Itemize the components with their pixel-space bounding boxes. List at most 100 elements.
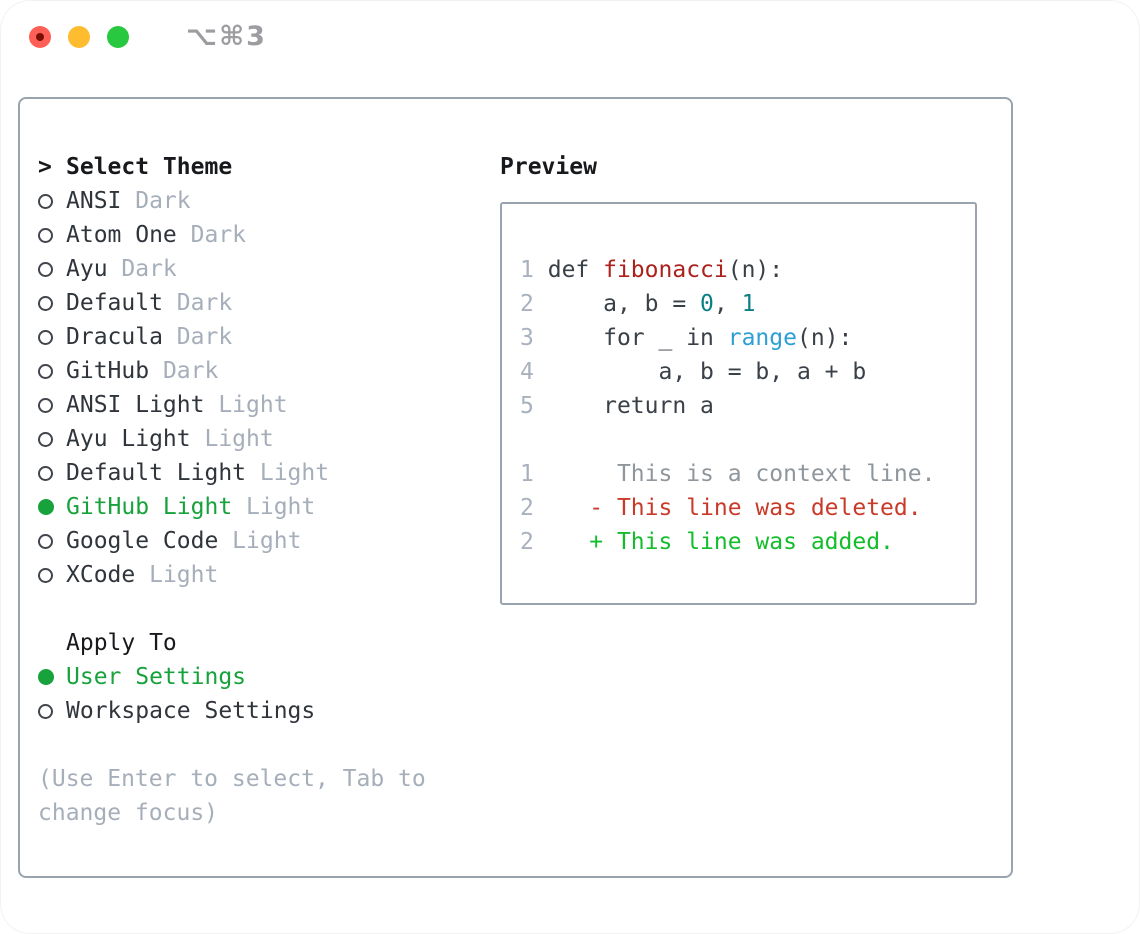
preview-line-3: 3 for _ in range(n): — [520, 321, 975, 355]
zoom-button-icon[interactable] — [107, 26, 129, 48]
spacer — [38, 592, 500, 626]
select-theme-heading-row: > Select Theme — [38, 150, 500, 184]
option-variant-label: Light — [204, 392, 288, 418]
option-label: Workspace Settings — [66, 698, 316, 724]
option-label: XCode — [66, 562, 136, 588]
radio-unselected-icon — [38, 252, 66, 286]
option-label: User Settings — [66, 664, 247, 690]
theme-option-xcode[interactable]: XCode Light — [38, 558, 500, 592]
theme-option-ayu-light[interactable]: Ayu Light Light — [38, 422, 500, 456]
theme-option-github-light[interactable]: GitHub Light Light — [38, 490, 500, 524]
radio-selected-icon — [38, 660, 66, 694]
radio-unselected-icon — [38, 286, 66, 320]
option-variant-label: Dark — [107, 256, 177, 282]
option-variant-label: Dark — [162, 290, 233, 316]
theme-option-default-light[interactable]: Default Light Light — [38, 456, 500, 490]
option-variant-label: Light — [218, 528, 302, 554]
theme-option-default[interactable]: Default Dark — [38, 286, 500, 320]
option-label: Ayu — [66, 256, 108, 282]
line-number: 2 — [520, 529, 534, 555]
radio-unselected-icon — [38, 184, 66, 218]
option-variant-label: Light — [246, 460, 330, 486]
line-number: 3 — [520, 325, 534, 351]
number-token: 1 — [741, 291, 756, 317]
preview-line-4: 4 a, b = b, a + b — [520, 355, 975, 389]
option-label: GitHub — [66, 358, 150, 384]
option-variant-label: Dark — [176, 222, 247, 248]
apply-option-workspace-settings[interactable]: Workspace Settings — [38, 694, 500, 728]
option-variant-label: Light — [232, 494, 316, 520]
option-label: Default Light — [66, 460, 247, 486]
window-title: ⌥⌘3 — [186, 21, 267, 52]
keyboard-hint: (Use Enter to select, Tab to change focu… — [38, 766, 440, 826]
code-text: for _ in — [547, 325, 728, 351]
preview-line-2: 2 a, b = 0, 1 — [520, 287, 975, 321]
number-token: 0 — [700, 291, 714, 317]
preview-blank-line — [520, 423, 975, 457]
select-theme-heading: Select Theme — [66, 154, 233, 180]
preview-line-9: 2 + This line was added. — [520, 525, 975, 559]
option-variant-label: Light — [135, 562, 219, 588]
preview-line-1: 1 def fibonacci(n): — [520, 253, 975, 287]
theme-option-atom-one[interactable]: Atom One Dark — [38, 218, 500, 252]
diff-added-text: + This line was added. — [547, 529, 894, 555]
option-label: ANSI — [66, 188, 122, 214]
option-label: ANSI Light — [66, 392, 205, 418]
radio-unselected-icon — [38, 320, 66, 354]
theme-option-ansi-light[interactable]: ANSI Light Light — [38, 388, 500, 422]
builtin-token: range — [727, 325, 797, 351]
function-token: fibonacci — [603, 257, 728, 283]
code-text: return a — [547, 393, 714, 419]
preview-heading: Preview — [500, 154, 597, 180]
option-variant-label: Light — [190, 426, 274, 452]
code-text: (n): — [796, 325, 853, 351]
preview-line-7: 1 This is a context line. — [520, 457, 975, 491]
line-number: 1 — [520, 461, 534, 487]
line-number: 2 — [520, 495, 534, 521]
line-number: 4 — [520, 359, 534, 385]
preview-line-8: 2 - This line was deleted. — [520, 491, 975, 525]
radio-unselected-icon — [38, 218, 66, 252]
minimize-button-icon[interactable] — [68, 26, 90, 48]
radio-unselected-icon — [38, 694, 66, 728]
option-label: Atom One — [66, 222, 177, 248]
option-variant-label: Dark — [162, 324, 233, 350]
apply-option-user-settings[interactable]: User Settings — [38, 660, 500, 694]
radio-unselected-icon — [38, 354, 66, 388]
code-text: , — [713, 291, 742, 317]
radio-unselected-icon — [38, 422, 66, 456]
apply-to-heading: Apply To — [66, 630, 177, 656]
radio-unselected-icon — [38, 524, 66, 558]
option-label: Google Code — [66, 528, 219, 554]
theme-option-ansi[interactable]: ANSI Dark — [38, 184, 500, 218]
titlebar: ⌥⌘3 — [29, 21, 267, 52]
apply-to-heading-row: Apply To — [38, 626, 500, 660]
option-label: GitHub Light — [66, 494, 233, 520]
line-number: 5 — [520, 393, 534, 419]
radio-unselected-icon — [38, 558, 66, 592]
option-label: Dracula — [66, 324, 163, 350]
code-text: a, b = b, a + b — [547, 359, 867, 385]
code-text: def — [547, 257, 604, 283]
diff-deleted-text: - This line was deleted. — [547, 495, 922, 521]
line-number: 1 — [520, 257, 534, 283]
radio-unselected-icon — [38, 388, 66, 422]
preview-column: Preview 1 def fibonacci(n):2 a, b = 0, 1… — [500, 150, 1011, 876]
preview-line-5: 5 return a — [520, 389, 975, 423]
theme-option-dracula[interactable]: Dracula Dark — [38, 320, 500, 354]
option-label: Default — [66, 290, 163, 316]
radio-unselected-icon — [38, 456, 66, 490]
theme-option-google-code[interactable]: Google Code Light — [38, 524, 500, 558]
close-button-icon[interactable] — [29, 26, 51, 48]
line-number: 2 — [520, 291, 534, 317]
diff-context-text: This is a context line. — [547, 461, 936, 487]
marker-blank — [38, 626, 66, 660]
option-variant-label: Dark — [149, 358, 219, 384]
code-text: a, b = — [547, 291, 701, 317]
theme-option-ayu[interactable]: Ayu Dark — [38, 252, 500, 286]
theme-option-github[interactable]: GitHub Dark — [38, 354, 500, 388]
